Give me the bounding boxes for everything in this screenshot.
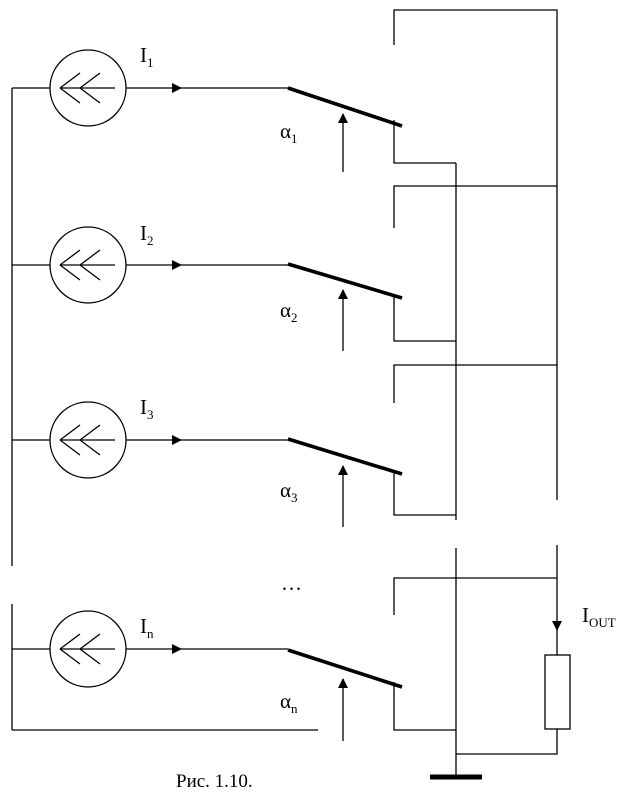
current-label-1: I1: [140, 43, 154, 70]
current-label-2: I2: [140, 221, 154, 248]
switch-blade: [287, 648, 403, 689]
switch-n: αn: [280, 648, 403, 741]
switch-label-3: α3: [280, 478, 298, 505]
source-stage-n: In: [12, 610, 288, 688]
switch-3: α3: [280, 437, 403, 527]
switch-blade: [287, 262, 403, 300]
switch-label-2: α2: [280, 298, 298, 325]
switch-1: α1: [280, 86, 403, 172]
current-label-n: In: [140, 614, 154, 641]
load-resistor: [544, 654, 571, 730]
switch-blade: [287, 437, 403, 476]
current-label-3: I3: [140, 395, 154, 422]
source-stage-1: I1: [12, 43, 288, 127]
output-current-label: IOUT: [582, 603, 616, 630]
figure-caption: Рис. 1.10.: [176, 771, 253, 792]
switch-label-n: αn: [280, 689, 298, 716]
switch-label-1: α1: [280, 119, 298, 146]
ground-bus: [430, 163, 482, 780]
output-bus: IOUT: [456, 186, 616, 755]
left-bus: [11, 88, 318, 731]
switch-2: α2: [280, 262, 403, 351]
source-stage-2: I2: [12, 221, 288, 304]
switch-blade: [287, 86, 403, 128]
switch-contacts: [393, 9, 558, 731]
ellipsis: …: [281, 571, 302, 595]
source-stage-3: I3: [12, 395, 288, 479]
